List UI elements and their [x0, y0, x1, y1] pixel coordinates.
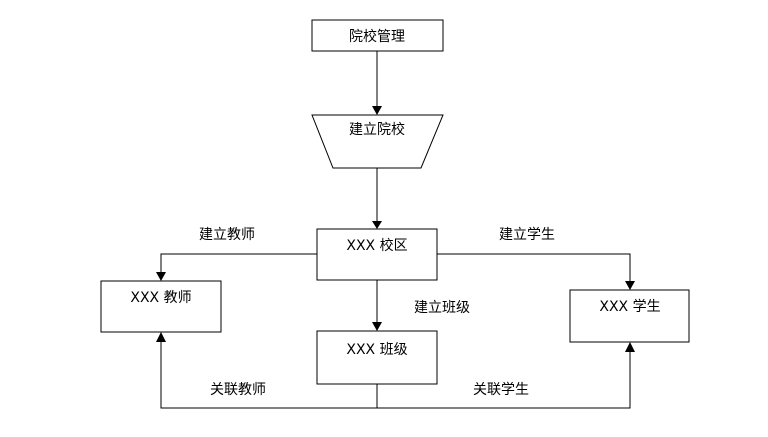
edge-label-create-student: 建立学生 — [499, 227, 555, 243]
connector-campus-to-student — [437, 253, 631, 282]
arrowhead-campus — [372, 221, 382, 229]
node-college-management: 院校管理 — [311, 19, 444, 52]
edge-label-create-teacher: 建立教师 — [199, 227, 255, 243]
arrowhead-student — [625, 281, 635, 290]
connector-campus-to-teacher — [160, 253, 317, 273]
arrowhead-teacher — [156, 272, 166, 281]
node-student-label: XXX 学生 — [599, 299, 660, 315]
node-create-college: 建立院校 — [311, 114, 444, 169]
arrowhead-link-student — [625, 342, 635, 352]
edge-label-link-teacher: 关联教师 — [210, 382, 266, 398]
node-college-management-label: 院校管理 — [349, 28, 405, 45]
connector-class-to-teacher — [160, 341, 378, 409]
arrowhead-link-teacher — [156, 332, 166, 342]
node-teacher: XXX 教师 — [100, 280, 222, 333]
edge-label-link-student: 关联学生 — [473, 382, 529, 398]
node-student: XXX 学生 — [569, 289, 690, 343]
node-class-label: XXX 班级 — [346, 342, 407, 358]
node-create-college-label: 建立院校 — [349, 121, 405, 138]
connector-class-to-student — [377, 351, 631, 409]
edge-label-create-class: 建立班级 — [414, 300, 470, 316]
arrowhead-class — [372, 322, 382, 331]
node-campus-label: XXX 校区 — [346, 237, 407, 254]
arrowhead-create-college — [372, 106, 382, 115]
node-teacher-label: XXX 教师 — [130, 290, 191, 306]
node-campus: XXX 校区 — [316, 228, 438, 281]
node-class: XXX 班级 — [316, 330, 438, 385]
